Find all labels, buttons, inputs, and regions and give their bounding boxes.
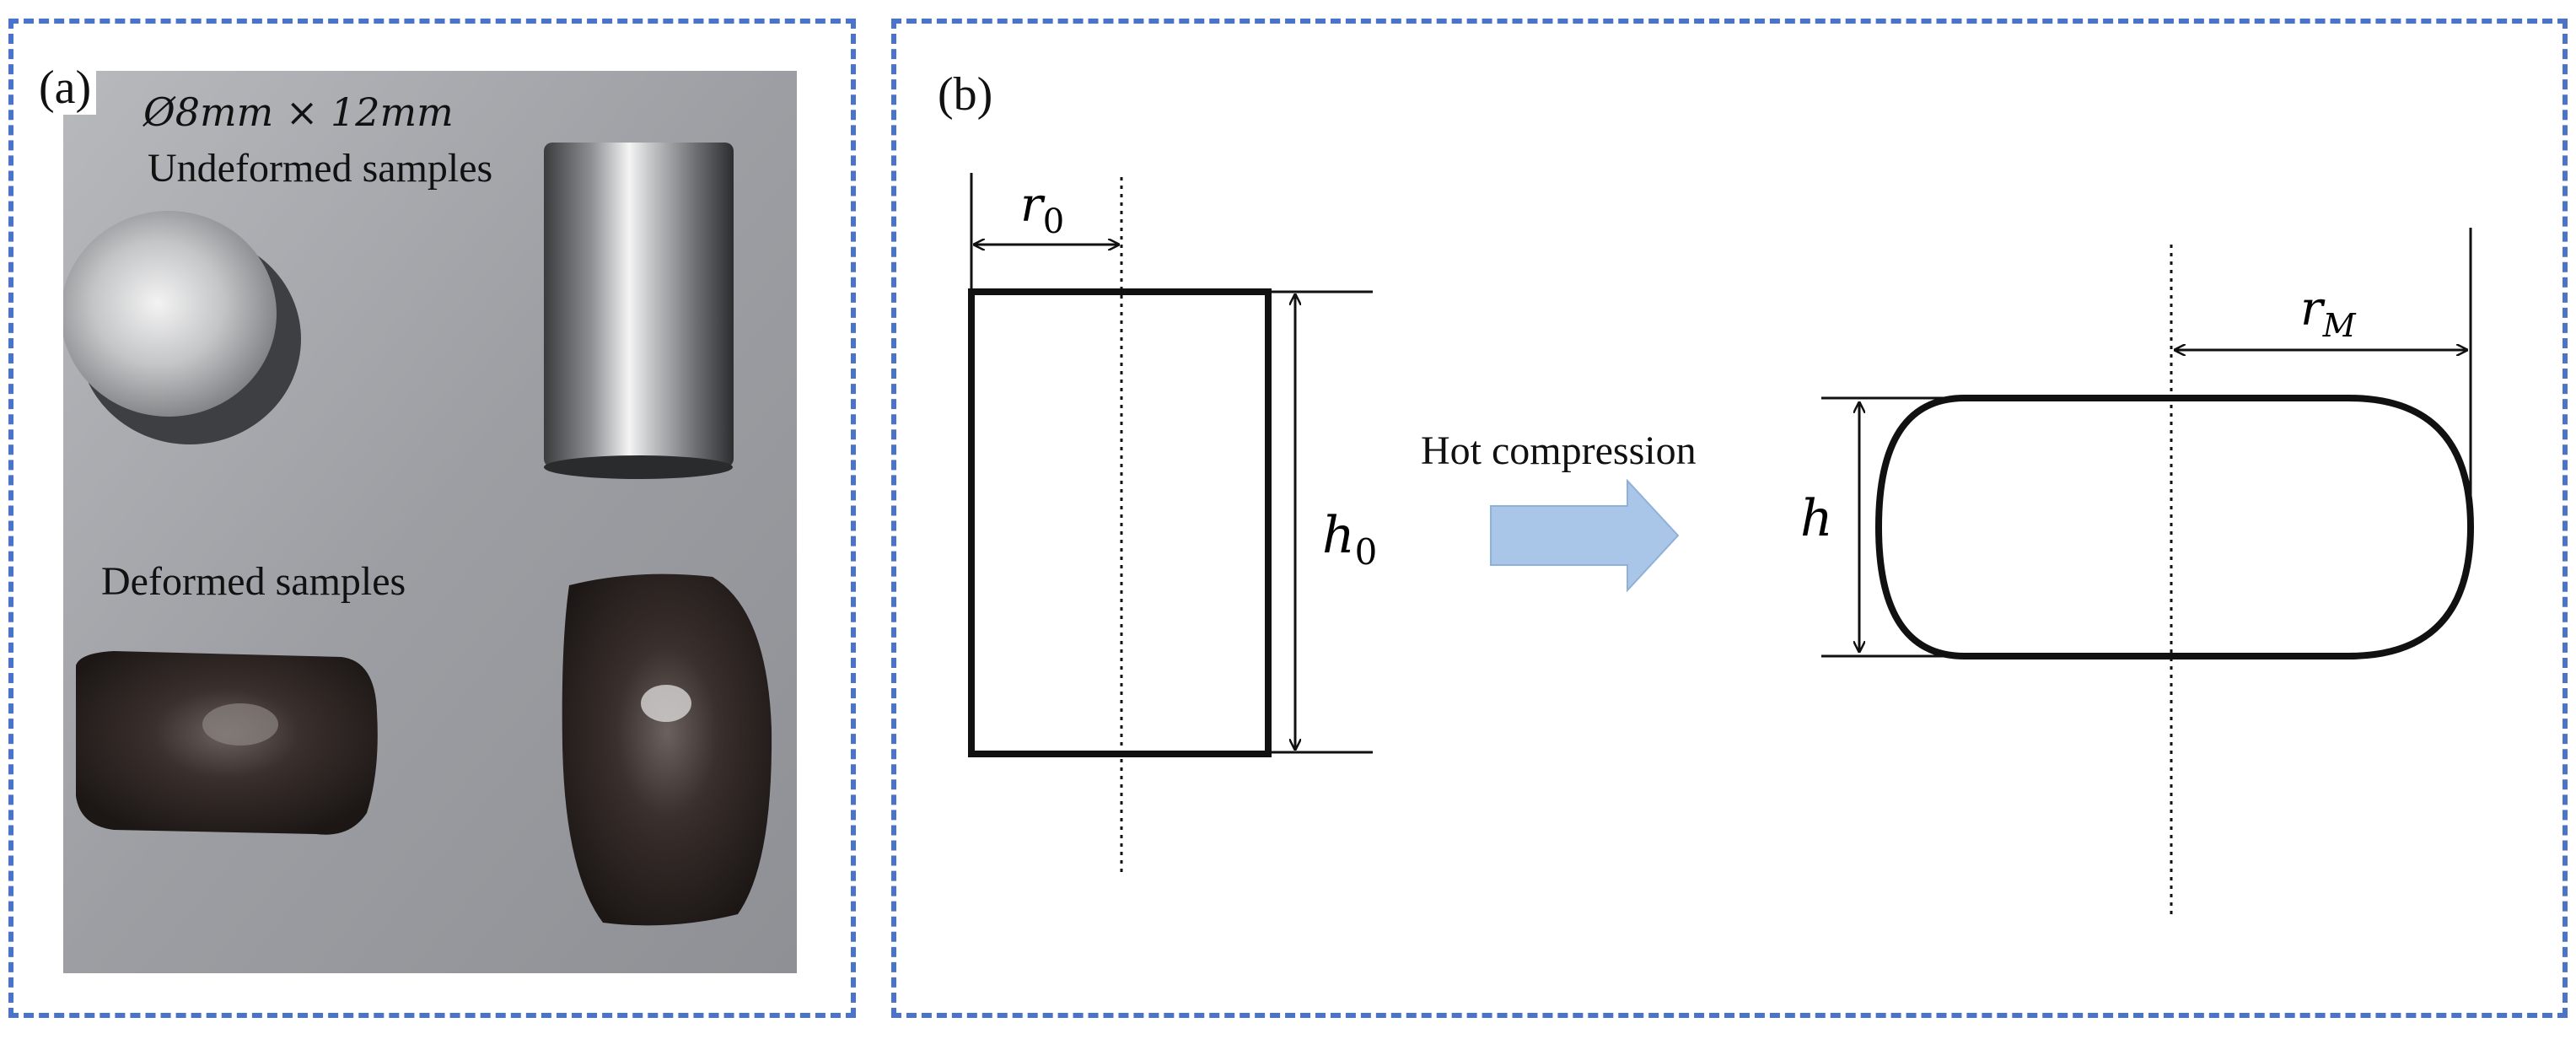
rM-label: rM (2300, 282, 2357, 344)
panel-a-frame (8, 19, 856, 1018)
undeformed-sample-side (544, 143, 734, 479)
process-arrow (1490, 478, 1680, 593)
sample-dimension-text: Ø8mm × 12mm (143, 89, 454, 135)
samples-photo (63, 71, 797, 973)
h-label: h (1800, 489, 1833, 548)
original-specimen (968, 173, 1373, 873)
deformed-specimen (1821, 228, 2475, 915)
panel-a-label: (a) (34, 61, 97, 115)
deformed-samples-label: Deformed samples (101, 559, 406, 604)
panel-b-frame (891, 19, 2568, 1018)
deformed-sample-right (562, 573, 772, 926)
deformed-sample-left (76, 651, 378, 835)
h0-label: h0 (1322, 506, 1377, 573)
undeformed-samples-label: Undeformed samples (148, 146, 493, 191)
r0-label: r0 (1020, 178, 1064, 241)
undeformed-sample-top (63, 211, 301, 444)
panel-b-label: (b) (938, 68, 993, 121)
process-label: Hot compression (1421, 428, 1697, 473)
